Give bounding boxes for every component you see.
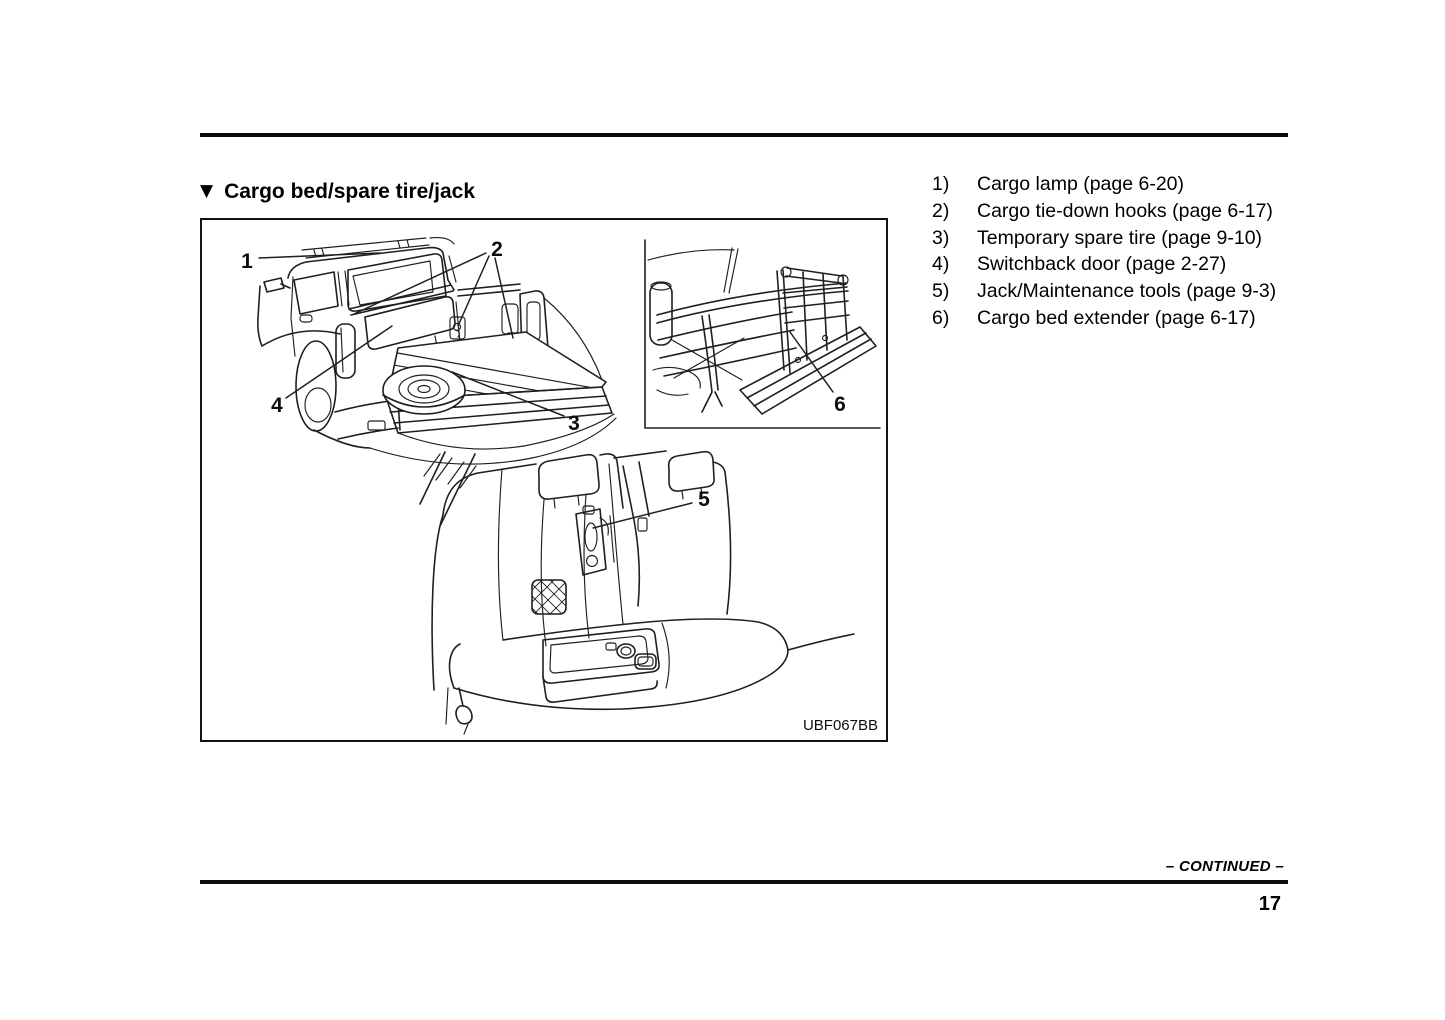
callout-5: 5 xyxy=(698,488,710,511)
item-number: 2) xyxy=(932,199,950,222)
parts-list: 1) Cargo lamp (page 6-20) 2) Cargo tie-d… xyxy=(932,171,1294,332)
parts-list-item: 5) Jack/Maintenance tools (page 9-3) xyxy=(932,278,1294,305)
figure-illustration: 1 2 3 4 5 6 UBF067BB xyxy=(241,237,881,735)
leader-3 xyxy=(451,371,565,417)
section-marker: ▼ xyxy=(200,181,214,201)
leader-6 xyxy=(789,331,834,393)
leader-1 xyxy=(258,252,381,259)
item-text: Cargo lamp (page 6-20) xyxy=(977,173,1185,195)
parts-list-item: 3) Temporary spare tire (page 9-10) xyxy=(932,225,1294,252)
leader-4 xyxy=(285,325,393,399)
parts-list-item: 1) Cargo lamp (page 6-20) xyxy=(932,171,1294,198)
callout-3: 3 xyxy=(568,412,580,435)
figure-code: UBF067BB xyxy=(803,717,878,734)
item-number: 5) xyxy=(932,280,950,303)
item-text: Temporary spare tire (page 9-10) xyxy=(977,226,1263,249)
figure-panel: 1 2 3 4 5 6 UBF067BB xyxy=(200,218,888,742)
item-number: 1) xyxy=(932,173,950,195)
bottom-rule xyxy=(200,880,1288,884)
leader-2 xyxy=(353,252,514,339)
item-text: Switchback door (page 2-27) xyxy=(977,253,1227,276)
item-number: 6) xyxy=(932,306,950,329)
item-text: Cargo bed extender (page 6-17) xyxy=(977,306,1256,329)
rear-seat-illustration xyxy=(419,450,855,735)
page-number: 17 xyxy=(1258,893,1281,915)
leader-lines xyxy=(258,252,834,529)
top-rule xyxy=(200,133,1288,137)
item-number: 3) xyxy=(932,226,950,249)
leader-5 xyxy=(592,502,693,529)
parts-list-item: 2) Cargo tie-down hooks (page 6-17) xyxy=(932,198,1294,225)
parts-list-item: 6) Cargo bed extender (page 6-17) xyxy=(932,305,1294,332)
section-title: Cargo bed/spare tire/jack xyxy=(224,180,476,203)
item-text: Jack/Maintenance tools (page 9-3) xyxy=(977,280,1277,303)
callout-4: 4 xyxy=(271,394,283,417)
section-heading: ▼ Cargo bed/spare tire/jack xyxy=(200,181,475,202)
callout-6: 6 xyxy=(834,393,846,416)
callout-1: 1 xyxy=(241,250,253,273)
bed-extender-inset xyxy=(644,239,881,429)
parts-list-item: 4) Switchback door (page 2-27) xyxy=(932,251,1294,278)
item-number: 4) xyxy=(932,253,950,276)
continued-label: – CONTINUED – xyxy=(1165,858,1284,875)
inset-border xyxy=(644,239,881,429)
callout-2: 2 xyxy=(491,238,503,261)
truck-illustration xyxy=(257,237,617,465)
item-text: Cargo tie-down hooks (page 6-17) xyxy=(977,199,1273,222)
